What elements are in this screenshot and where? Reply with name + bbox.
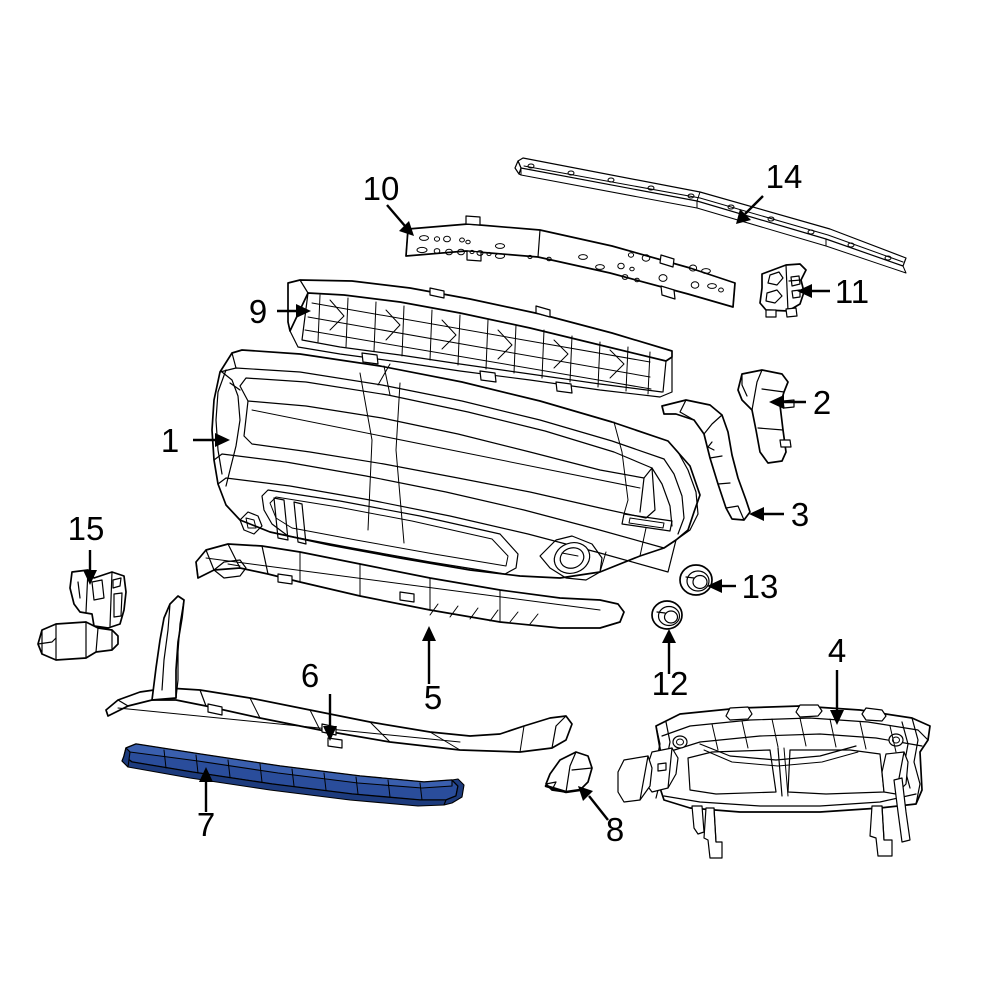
callout-leaders [83, 195, 844, 821]
part-2-upper-bracket [737, 369, 795, 464]
part-5-lower-valance-upper [195, 543, 625, 629]
callout-numbers: 1 2 3 4 5 6 7 8 9 10 11 12 13 14 15 [68, 158, 869, 848]
callout-label-13: 13 [742, 568, 779, 605]
callout-label-3: 3 [791, 496, 809, 533]
part-6-lower-air-dam [105, 595, 573, 753]
part-13-grommet-large [679, 564, 713, 596]
callout-label-1: 1 [161, 422, 179, 459]
part-7-lower-valance-trim-highlighted [121, 743, 465, 807]
callout-label-12: 12 [652, 665, 689, 702]
part-4-radiator-support [617, 704, 931, 859]
callout-label-4: 4 [828, 632, 846, 669]
callout-label-6: 6 [301, 657, 319, 694]
part-1-front-bumper-fascia [211, 349, 701, 581]
part-3-lower-bracket [661, 399, 751, 521]
callout-label-7: 7 [197, 806, 215, 843]
part-8-air-deflector-bracket [544, 751, 593, 794]
callout-label-14: 14 [766, 158, 803, 195]
callout-label-2: 2 [813, 384, 831, 421]
part-10-reinforcement-beam [405, 215, 736, 308]
callout-label-9: 9 [249, 293, 267, 330]
callout-label-5: 5 [424, 679, 442, 716]
part-9-energy-absorber [287, 279, 673, 398]
callout-label-8: 8 [606, 811, 624, 848]
callout-label-11: 11 [835, 273, 869, 310]
part-12-grommet-small [651, 600, 683, 630]
callout-label-10: 10 [363, 170, 400, 207]
part-14-upper-trim-molding [514, 157, 907, 274]
part-11-side-bracket [759, 263, 807, 318]
part-15-sensor-bracket [37, 569, 127, 661]
callout-label-15: 15 [68, 510, 105, 547]
